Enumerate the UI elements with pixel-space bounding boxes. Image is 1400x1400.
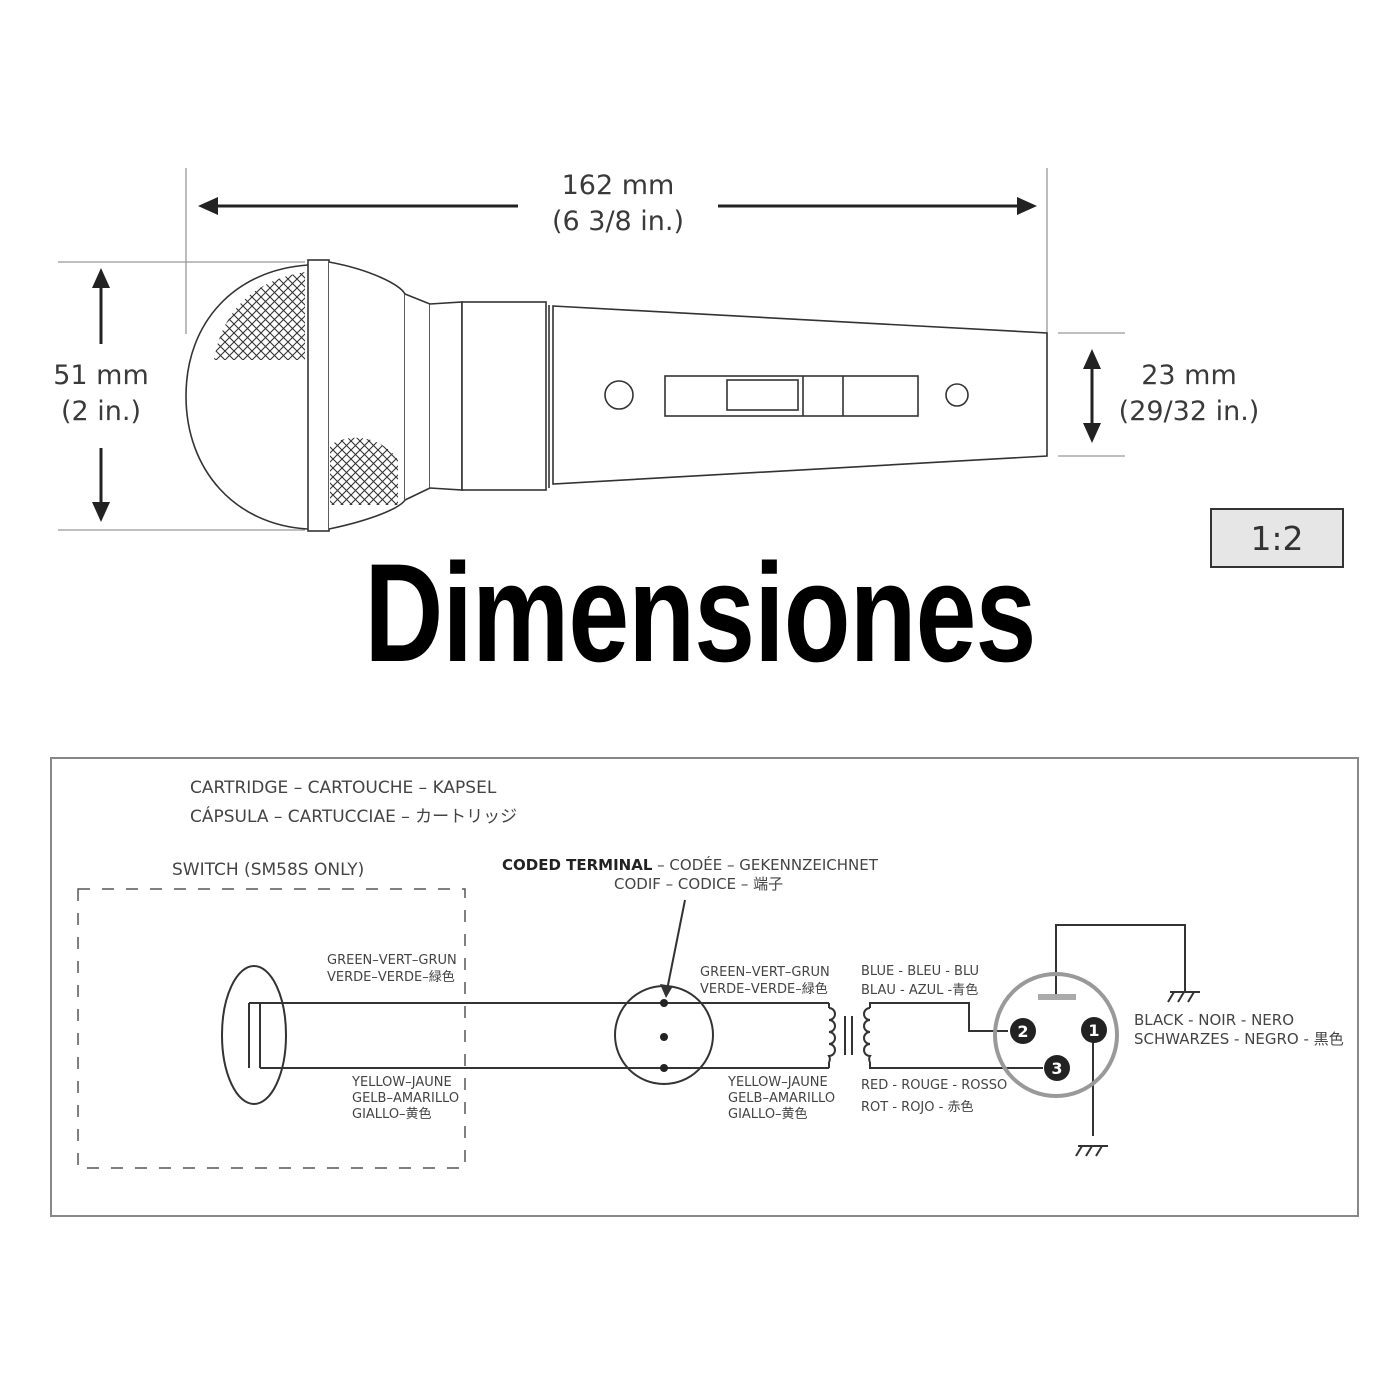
length-dimension: 162 mm (6 3/8 in.): [520, 168, 716, 240]
green-left-line2: VERDE–VERDE–緑色: [327, 970, 455, 985]
length-inches: (6 3/8 in.): [551, 206, 685, 237]
green-left-line1: GREEN–VERT–GRUN: [327, 953, 457, 968]
page-title: Dimensiones: [364, 534, 1036, 691]
grille-mesh-bottom: [330, 437, 398, 505]
transformer: [827, 1007, 872, 1063]
handle-diameter-mm: 23 mm: [1141, 360, 1237, 391]
pin-1-label: 1: [1088, 1021, 1099, 1040]
black-line2: SCHWARZES - NEGRO - 黒色: [1134, 1030, 1344, 1048]
yellow-left-line3: GIALLO–黄色: [352, 1107, 432, 1122]
length-arrow: [198, 197, 1037, 215]
head-diameter-dimension: 51 mm (2 in.): [30, 358, 172, 430]
green-wire-label-right: GREEN–VERT–GRUN VERDE–VERDE–緑色: [700, 964, 830, 998]
scale-badge: 1:2: [1210, 508, 1344, 568]
diagram-frame: [50, 757, 1359, 1217]
switch-dashed-box: [77, 888, 466, 1169]
xlr-pins: [1010, 1017, 1107, 1081]
black-wire-label: BLACK - NOIR - NERO SCHWARZES - NEGRO - …: [1134, 1011, 1344, 1049]
green-wire-label-left: GREEN–VERT–GRUN VERDE–VERDE–緑色: [327, 952, 457, 986]
yellow-right-line3: GIALLO–黄色: [728, 1107, 808, 1122]
red-line2: ROT - ROJO - 赤色: [861, 1100, 974, 1115]
pin-2-label: 2: [1017, 1022, 1028, 1041]
ground-symbol-top: [1167, 991, 1200, 1003]
head-diameter-mm: 51 mm: [53, 360, 149, 391]
yellow-left-line1: YELLOW–JAUNE: [352, 1075, 452, 1090]
cartridge-label-line2: CÁPSULA – CARTUCCIAE – カートリッジ: [190, 807, 518, 827]
red-wire-label: RED - ROUGE - ROSSO ROT - ROJO - 赤色: [861, 1075, 1007, 1119]
coded-terminal-label: CODED TERMINAL – CODÉE – GEKENNZEICHNET …: [502, 856, 878, 894]
coded-terminal-pointer: [666, 899, 686, 991]
coded-terminal-line2: CODIF – CODICE – 端子: [614, 875, 784, 893]
yellow-wire-label-left: YELLOW–JAUNE GELB–AMARILLO GIALLO–黄色: [352, 1075, 459, 1123]
length-mm: 162 mm: [561, 170, 675, 201]
green-right-line1: GREEN–VERT–GRUN: [700, 965, 830, 980]
black-line1: BLACK - NOIR - NERO: [1134, 1011, 1294, 1029]
pin-3-label: 3: [1051, 1059, 1062, 1078]
coded-terminal-bold: CODED TERMINAL: [502, 856, 653, 874]
coded-terminal-rest: – CODÉE – GEKENNZEICHNET: [652, 856, 878, 874]
handle-height-arrow: [1083, 349, 1101, 443]
handle-diameter-inches: (29/32 in.): [1118, 396, 1260, 427]
head-diameter-inches: (2 in.): [60, 396, 142, 427]
handle-diameter-dimension: 23 mm (29/32 in.): [1108, 358, 1270, 430]
yellow-right-line2: GELB–AMARILLO: [728, 1091, 836, 1106]
cartridge-symbol: [221, 965, 287, 1105]
wires: [249, 924, 1186, 1136]
yellow-wire-label-right: YELLOW–JAUNE GELB–AMARILLO GIALLO–黄色: [728, 1075, 835, 1123]
microphone-body: [185, 259, 1048, 532]
cartridge-label-line1: CARTRIDGE – CARTOUCHE – KAPSEL: [190, 778, 497, 798]
blue-wire-label: BLUE - BLEU - BLU BLAU - AZUL -青色: [861, 962, 979, 1000]
head-height-arrow: [92, 268, 110, 522]
blue-line2: BLAU - AZUL -青色: [861, 983, 979, 998]
yellow-right-line1: YELLOW–JAUNE: [728, 1075, 828, 1090]
xlr-connector: [993, 972, 1119, 1098]
cartridge-label: CARTRIDGE – CARTOUCHE – KAPSEL CÁPSULA –…: [190, 774, 517, 832]
ground-symbol-bottom: [1075, 1145, 1108, 1157]
yellow-left-line2: GELB–AMARILLO: [352, 1091, 460, 1106]
microphone-drawing: [58, 168, 1125, 532]
green-right-line2: VERDE–VERDE–緑色: [700, 982, 828, 997]
red-line1: RED - ROUGE - ROSSO: [861, 1078, 1008, 1093]
switch-label: SWITCH (SM58S ONLY): [172, 860, 365, 880]
blue-line1: BLUE - BLEU - BLU: [861, 964, 980, 979]
